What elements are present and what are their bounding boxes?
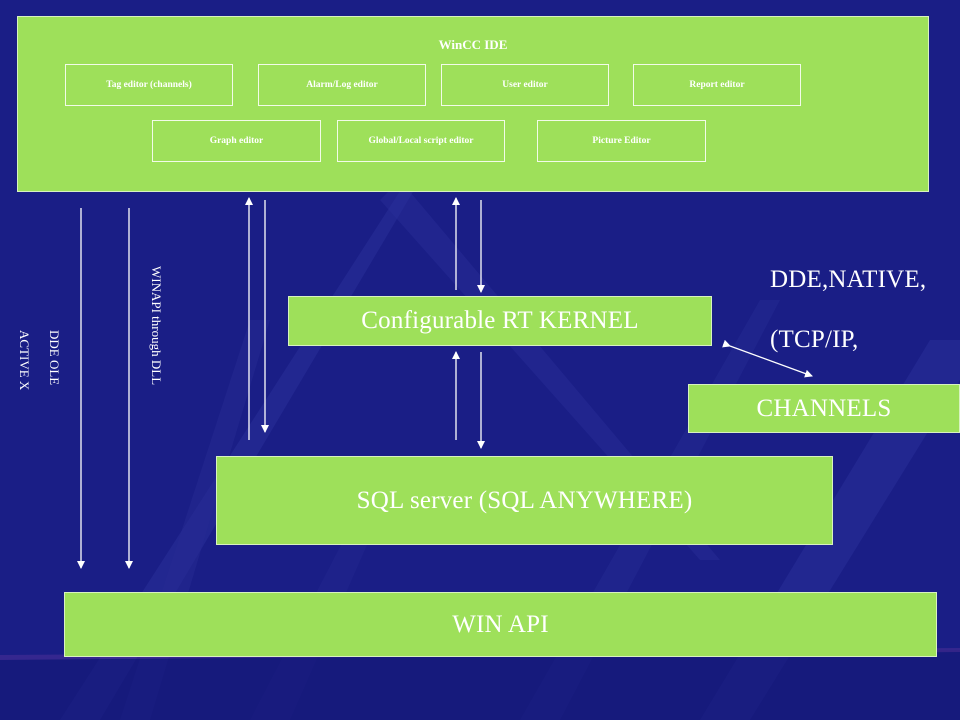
channels-box: CHANNELS	[688, 384, 960, 433]
tag-editor-box: Tag editor (channels)	[65, 64, 233, 106]
report-editor-box: Report editor	[633, 64, 801, 106]
alarm-log-editor-box: Alarm/Log editor	[258, 64, 426, 106]
wincc-ide-panel: WinCC IDE Tag editor (channels) Alarm/Lo…	[17, 16, 929, 192]
arrow-kernel-channels	[722, 339, 813, 378]
protocols-line-1: DDE,NATIVE,	[770, 266, 927, 293]
picture-editor-box: Picture Editor	[537, 120, 706, 162]
sql-server-box: SQL server (SQL ANYWHERE)	[216, 456, 833, 545]
script-editor-box: Global/Local script editor	[337, 120, 505, 162]
win-api-box: WIN API	[64, 592, 937, 657]
graph-editor-box: Graph editor	[152, 120, 321, 162]
user-editor-box: User editor	[441, 64, 609, 106]
ide-title: WinCC IDE	[438, 37, 508, 52]
rt-kernel-box: Configurable RT KERNEL	[288, 296, 712, 346]
